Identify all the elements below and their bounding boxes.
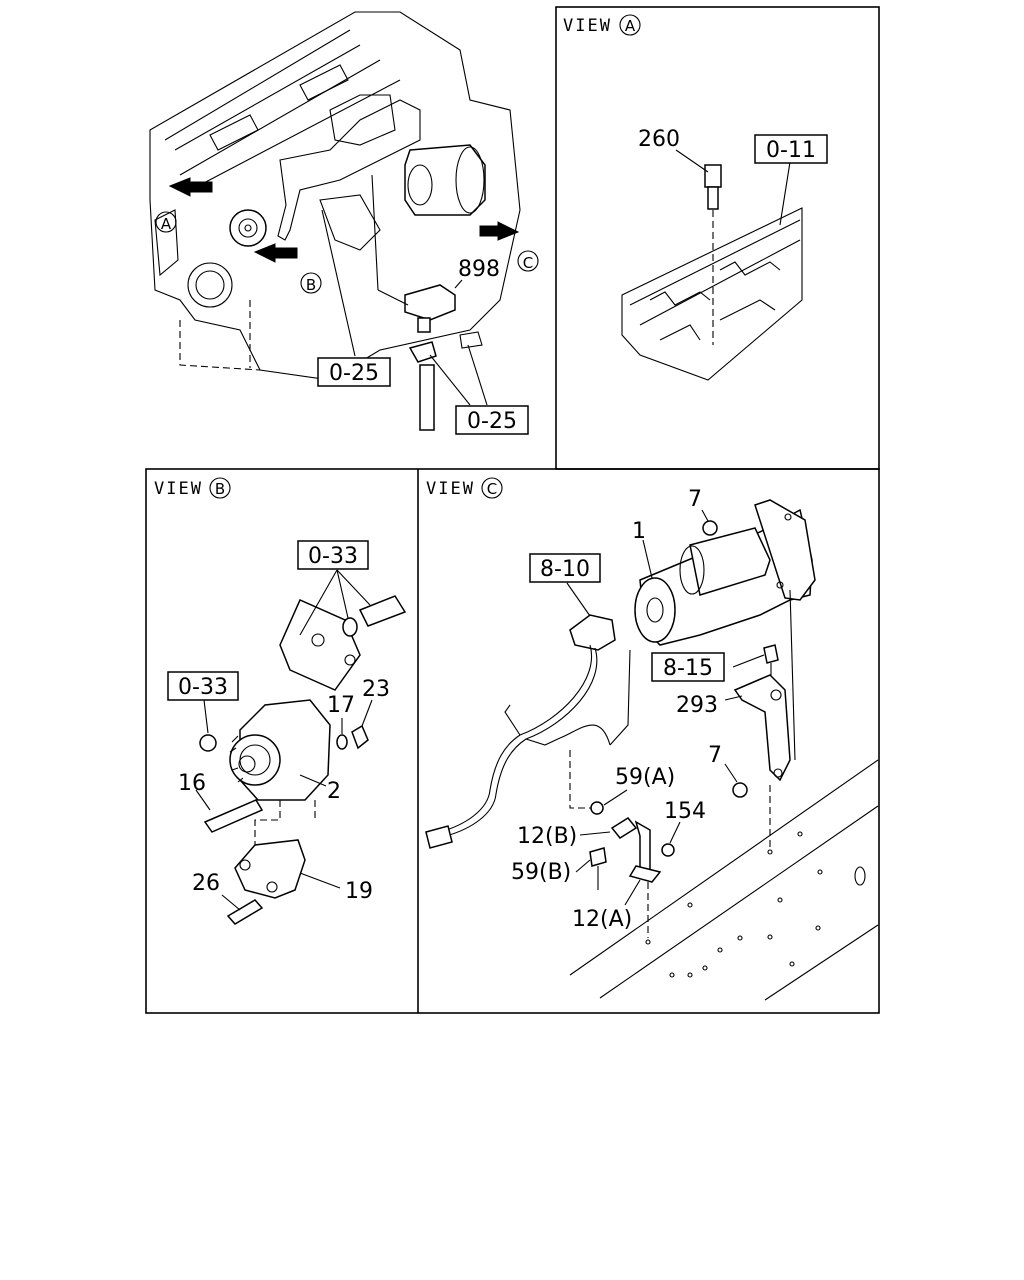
svg-text:VIEW: VIEW	[154, 479, 203, 499]
svg-text:8-15: 8-15	[663, 656, 713, 681]
lower-frame	[145, 468, 880, 1014]
label-260: 260	[638, 127, 680, 152]
view-b-title: VIEW B	[154, 477, 231, 499]
ref-box-c-815: 8-15	[651, 652, 725, 682]
label-154: 154	[664, 799, 706, 824]
label-59b: 59(B)	[511, 860, 571, 885]
svg-text:VIEW: VIEW	[563, 16, 612, 36]
svg-text:B: B	[306, 276, 316, 294]
label-12a: 12(A)	[572, 907, 632, 932]
label-59a: 59(A)	[615, 765, 675, 790]
label-17: 17	[327, 693, 355, 718]
label-12b: 12(B)	[517, 824, 577, 849]
svg-text:C: C	[487, 480, 497, 498]
svg-text:C: C	[523, 254, 533, 272]
view-c-title: VIEW C	[426, 477, 503, 499]
engine-overview	[149, 11, 521, 431]
arrow-c	[479, 221, 520, 241]
marker-a: A	[155, 211, 177, 233]
marker-b: B	[300, 272, 322, 294]
svg-text:VIEW: VIEW	[426, 479, 475, 499]
svg-text:B: B	[215, 480, 225, 498]
svg-text:0-25: 0-25	[329, 361, 379, 386]
label-898: 898	[458, 257, 500, 282]
label-7-lower: 7	[708, 743, 722, 768]
ref-box-a: 0-11	[754, 134, 828, 164]
label-2: 2	[327, 779, 341, 804]
svg-text:8-10: 8-10	[540, 557, 590, 582]
view-a-drawing	[621, 149, 803, 381]
ref-box-main-1: 0-25	[317, 357, 391, 387]
svg-text:A: A	[161, 215, 172, 233]
arrow-b	[253, 243, 298, 263]
label-293: 293	[676, 693, 718, 718]
label-26: 26	[192, 871, 220, 896]
panel-frames	[145, 6, 880, 1014]
svg-text:0-33: 0-33	[308, 544, 358, 569]
label-7-top: 7	[688, 487, 702, 512]
svg-text:A: A	[625, 17, 636, 35]
view-a-title: VIEW A	[563, 14, 641, 36]
marker-c: C	[517, 250, 539, 272]
label-1: 1	[632, 519, 646, 544]
svg-text:0-11: 0-11	[766, 138, 816, 163]
ref-box-b-top: 0-33	[297, 540, 369, 570]
ref-box-c-810: 8-10	[529, 553, 601, 583]
view-b-drawing	[195, 569, 407, 925]
view-c-drawing	[425, 499, 879, 1001]
ref-box-main-2: 0-25	[455, 405, 529, 435]
svg-text:0-25: 0-25	[467, 409, 517, 434]
label-23: 23	[362, 677, 390, 702]
ref-box-b-left: 0-33	[167, 671, 239, 701]
arrow-a	[168, 177, 213, 197]
view-a-frame	[555, 6, 880, 470]
svg-text:0-33: 0-33	[178, 675, 228, 700]
label-19: 19	[345, 879, 373, 904]
label-16: 16	[178, 771, 206, 796]
